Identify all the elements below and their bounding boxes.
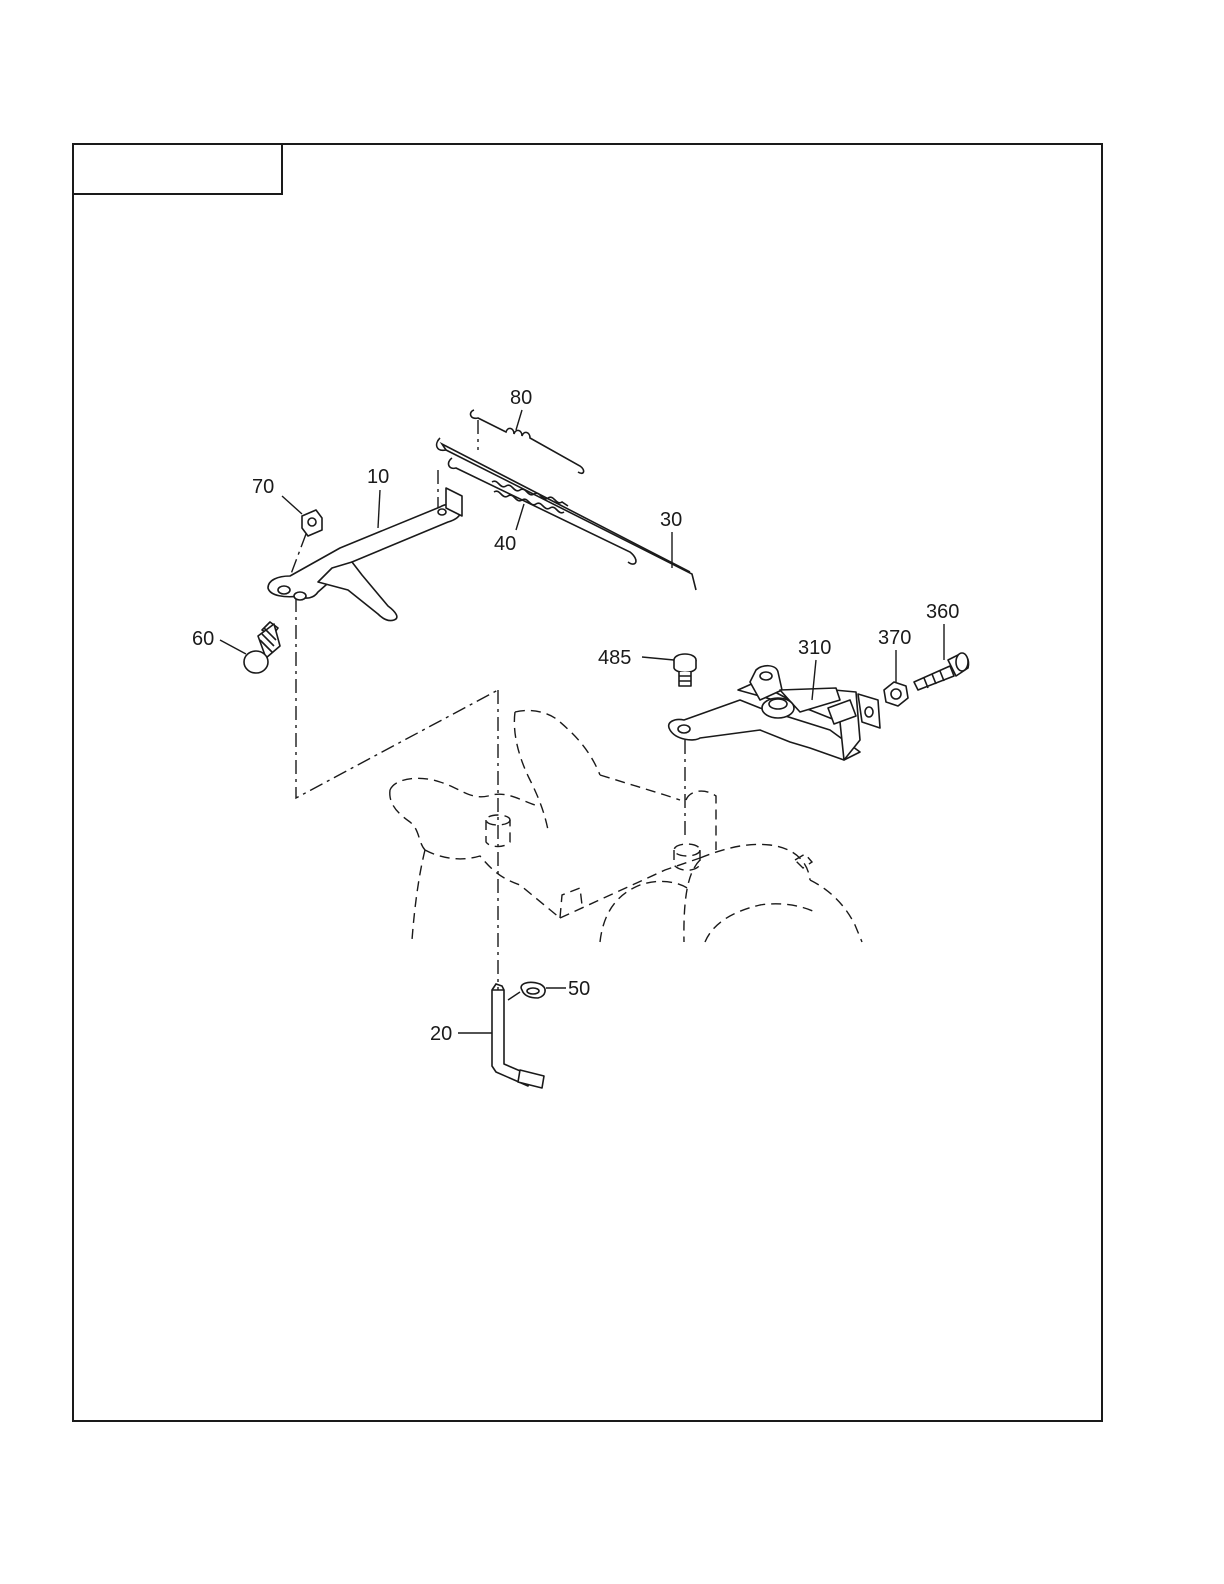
callout-label-485: 485: [598, 647, 631, 669]
callout-label-30: 30: [660, 509, 682, 531]
part-485-bolt: [674, 654, 696, 686]
callout-40: 40: [494, 504, 524, 555]
part-370-nut: [884, 682, 908, 706]
callout-360: 360: [926, 601, 959, 660]
callout-label-80: 80: [510, 387, 532, 409]
callout-label-10: 10: [367, 466, 389, 488]
callout-70: 70: [252, 476, 302, 514]
callout-60: 60: [192, 628, 246, 654]
part-80-spring: [471, 410, 584, 473]
callout-20: 20: [430, 1023, 492, 1045]
part-70-nut: [302, 510, 322, 536]
callout-label-60: 60: [192, 628, 214, 650]
callout-label-370: 370: [878, 627, 911, 649]
part-60-bolt: [244, 622, 280, 673]
part-310-bracket: [669, 666, 880, 760]
assembly-phantom-lines: [288, 420, 685, 990]
part-20-shaft: [492, 984, 544, 1088]
callout-label-360: 360: [926, 601, 959, 623]
part-360-bolt: [914, 653, 969, 690]
callout-label-40: 40: [494, 533, 516, 555]
callout-370: 370: [878, 627, 911, 682]
callout-label-50: 50: [568, 978, 590, 1000]
callout-label-310: 310: [798, 637, 831, 659]
callout-50: 50: [546, 978, 590, 1000]
callout-80: 80: [510, 387, 532, 430]
part-50-clip: [508, 982, 545, 1000]
part-10-lever: [268, 488, 462, 621]
callout-10: 10: [367, 466, 389, 528]
callout-label-20: 20: [430, 1023, 452, 1045]
part-40-spring: [492, 481, 568, 513]
callout-485: 485: [598, 647, 674, 669]
engine-block-outline: [390, 710, 862, 942]
part-30-rod: [437, 438, 696, 590]
callout-label-70: 70: [252, 476, 274, 498]
